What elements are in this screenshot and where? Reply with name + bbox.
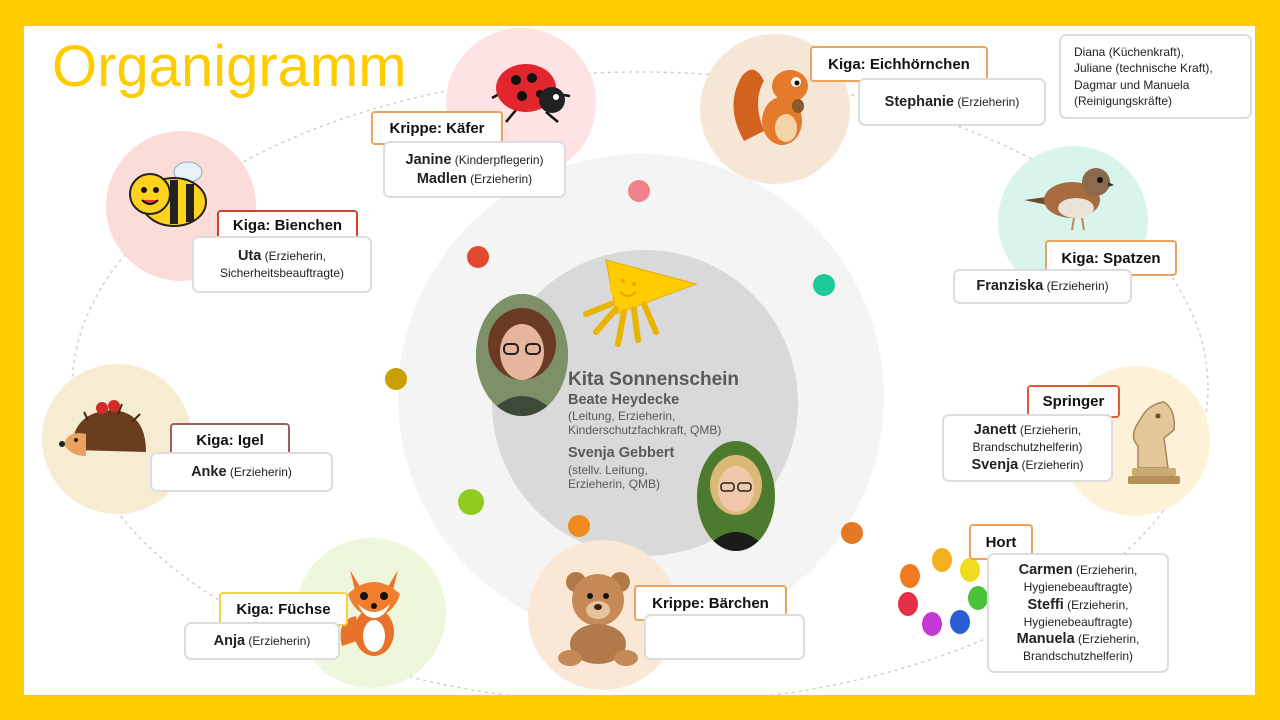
handprints-icon — [898, 548, 988, 636]
teddy-bear-icon — [558, 572, 638, 666]
sun-logo-icon — [583, 259, 698, 347]
sparrow-icon — [1024, 168, 1114, 231]
staff-hort: Carmen (Erzieherin, Hygienebeauftragte) … — [987, 553, 1169, 673]
decor-dot — [813, 274, 835, 296]
other-staff-box: Diana (Küchenkraft), Juliane (technische… — [1059, 34, 1252, 119]
leader-photo — [476, 294, 568, 416]
staff-springer: Janett (Erzieherin, Brandschutzhelferin)… — [942, 414, 1113, 482]
decor-dot — [385, 368, 407, 390]
staff-igel: Anke (Erzieherin) — [150, 452, 333, 492]
ladybug-icon — [491, 64, 571, 123]
decor-dot — [458, 489, 484, 515]
staff-eichhoernchen: Stephanie (Erzieherin) — [858, 78, 1046, 126]
decor-dot — [467, 246, 489, 268]
deputy-photo — [697, 441, 775, 551]
label-fuechse: Kiga: Füchse — [219, 592, 348, 626]
bee-icon — [129, 161, 207, 227]
staff-fuechse: Anja (Erzieherin) — [184, 622, 340, 660]
squirrel-icon — [733, 69, 808, 145]
decor-dot — [568, 515, 590, 537]
decor-dot — [841, 522, 863, 544]
fox-icon — [340, 570, 400, 656]
label-eichhoernchen: Kiga: Eichhörnchen — [810, 46, 988, 82]
knight-chess-icon — [1128, 401, 1180, 484]
staff-baerchen — [644, 614, 805, 660]
leader-name: Beate Heydecke — [568, 392, 680, 408]
label-springer: Springer — [1027, 385, 1120, 418]
deputy-role: (stellv. Leitung, Erzieherin, QMB) — [568, 463, 661, 492]
hedgehog-icon — [59, 400, 146, 456]
org-chart-slide: Organigramm — [24, 26, 1255, 695]
page-title: Organigramm — [52, 34, 407, 99]
kita-name: Kita Sonnenschein — [568, 369, 740, 390]
staff-spatzen: Franziska (Erzieherin) — [953, 269, 1132, 304]
deputy-name: Svenja Gebbert — [568, 445, 675, 461]
label-kaefer: Krippe: Käfer — [371, 111, 503, 145]
leader-role: (Leitung, Erzieherin, Kinderschutzfachkr… — [568, 409, 722, 438]
label-igel: Kiga: Igel — [170, 423, 290, 457]
staff-bienchen: Uta (Erzieherin, Sicherheitsbeauftragte) — [192, 236, 372, 293]
staff-kaefer: Janine (Kinderpflegerin) Madlen (Erziehe… — [383, 141, 566, 198]
decor-dot — [628, 180, 650, 202]
